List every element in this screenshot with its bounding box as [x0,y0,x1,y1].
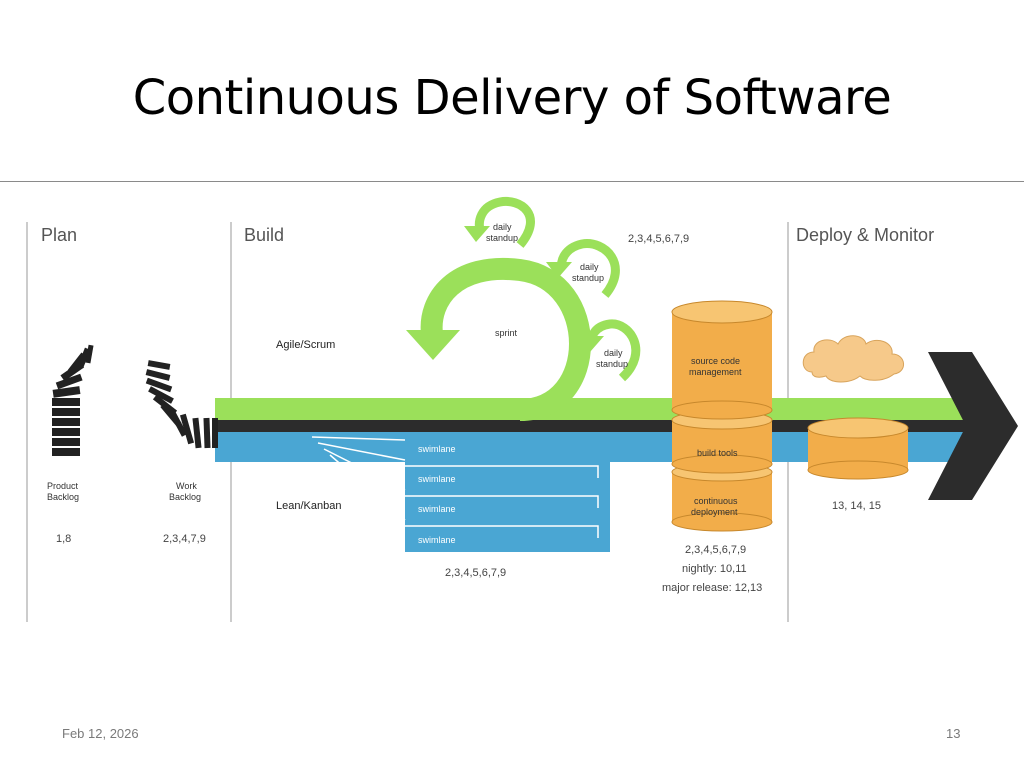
svg-text:daily: daily [604,348,623,358]
svg-text:daily: daily [580,262,599,272]
tools-nightly: nightly: 10,11 [682,563,747,575]
swimlane-1: swimlane [418,444,456,454]
sprint-loop [420,257,591,421]
swimlane-3: swimlane [418,504,456,514]
title-divider [0,181,1024,182]
product-backlog-label-1: Product [47,481,79,491]
svg-text:standup: standup [596,359,628,369]
agile-band [215,398,985,420]
cylinder-build-tools: build tools [671,410,773,474]
tools-refs: 2,3,4,5,6,7,9 [685,544,746,556]
agile-refs: 2,3,4,5,6,7,9 [628,233,689,245]
main-flow-line [215,420,975,432]
deploy-refs: 13, 14, 15 [832,500,881,512]
continuous-delivery-diagram: Plan Build Deploy & Monitor swimlane swi… [26,196,1018,622]
svg-text:management: management [689,367,742,377]
swimlane-4: swimlane [418,535,456,545]
svg-text:build tools: build tools [697,448,738,458]
svg-text:continuous: continuous [694,496,738,506]
product-backlog-refs: 1,8 [56,533,71,545]
kanban-label: Lean/Kanban [276,500,341,512]
kanban-refs: 2,3,4,5,6,7,9 [445,567,506,579]
slide-title: Continuous Delivery of Software [132,70,892,126]
svg-text:standup: standup [572,273,604,283]
svg-text:daily: daily [493,222,512,232]
cylinder-deploy [807,417,909,480]
cylinder-continuous-deployment: continuous deployment [671,462,773,532]
sprint-label: sprint [495,328,518,338]
work-backlog-refs: 2,3,4,7,9 [163,533,206,545]
cloud-icon [802,335,904,383]
product-backlog-label-2: Backlog [47,492,79,502]
svg-text:deployment: deployment [691,507,738,517]
work-backlog-label-1: Work [176,481,197,491]
swimlane-2: swimlane [418,474,456,484]
slide-date: Feb 12, 2026 [62,726,139,741]
product-backlog-icon [52,344,94,456]
cylinder-source-code-management: source code management [671,300,773,420]
standup-loop-3: daily standup [578,319,641,382]
slide-page-number: 13 [946,726,961,741]
agile-label: Agile/Scrum [276,339,335,351]
sprint-arrowhead [406,330,460,360]
section-deploy: Deploy & Monitor [796,225,934,245]
main-flow-arrowhead [928,352,1018,500]
section-plan: Plan [41,225,77,245]
svg-text:source code: source code [691,356,740,366]
work-backlog-icon [145,360,218,449]
svg-text:standup: standup [486,233,518,243]
section-build: Build [244,225,284,245]
standup-loop-2: daily standup [546,239,620,298]
tools-major-release: major release: 12,13 [662,582,762,594]
standup-loop-1: daily standup [464,196,535,248]
work-backlog-label-2: Backlog [169,492,201,502]
